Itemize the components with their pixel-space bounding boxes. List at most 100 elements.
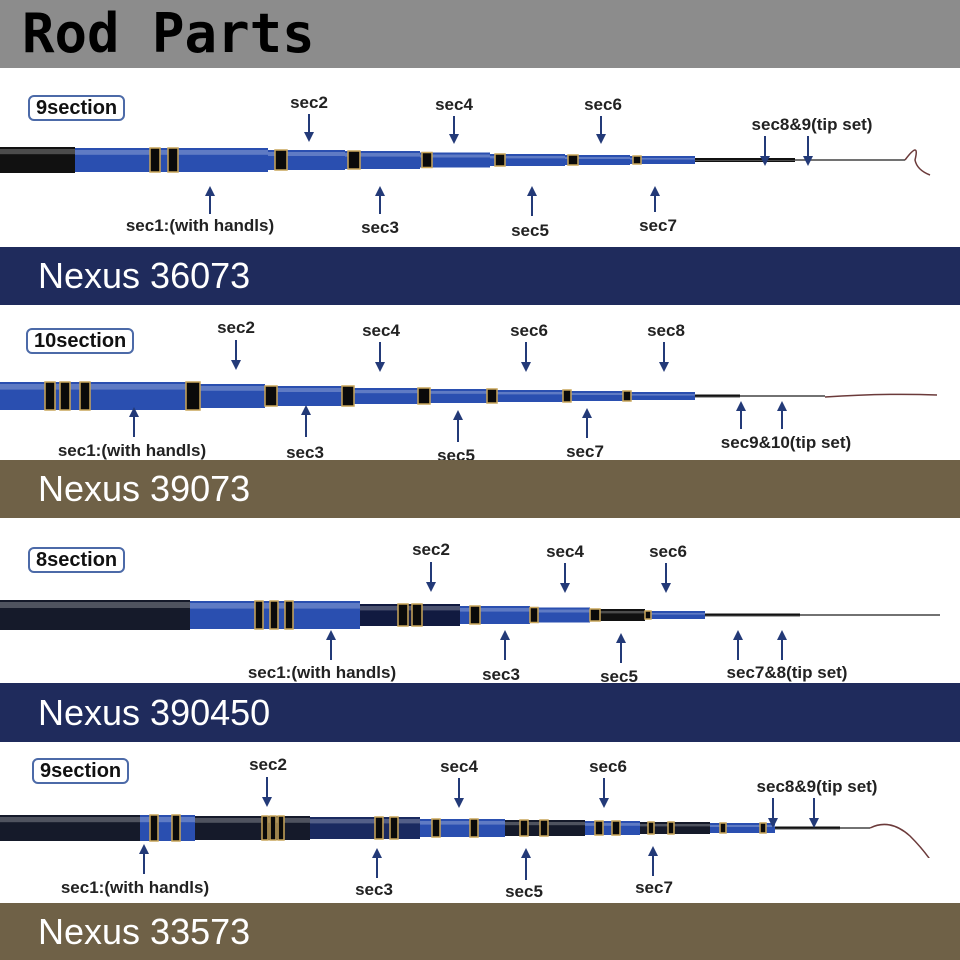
rod-highlight — [190, 386, 265, 391]
rod-section — [530, 607, 590, 623]
label-tip-set: sec8&9(tip set) — [756, 777, 878, 796]
label-sec1: sec1:(with handls) — [60, 878, 210, 897]
rod-highlight — [590, 611, 645, 614]
rod-band — [417, 387, 431, 405]
rod-highlight — [140, 817, 195, 823]
rod-highlight — [695, 160, 795, 161]
rod-band — [519, 819, 529, 837]
rod-highlight — [490, 156, 565, 159]
label-tip-set: sec8&9(tip set) — [751, 115, 873, 134]
label-sec5: sec5 — [505, 882, 543, 901]
rod-section — [420, 819, 505, 837]
rod-band — [59, 381, 71, 411]
rod-band — [469, 605, 481, 625]
rod-band — [567, 154, 579, 166]
model-banner: Nexus 39073 — [0, 460, 960, 518]
panel-nexus-33573: 9section sec2 sec4 sec6 sec8&9(tip set) … — [0, 742, 960, 903]
rod-highlight — [775, 828, 840, 830]
rod-band — [589, 608, 601, 622]
rod-section — [420, 389, 490, 403]
rod-section — [490, 390, 565, 402]
rod-section — [695, 394, 740, 398]
rod-section — [360, 604, 460, 626]
rod-highlight — [645, 613, 705, 615]
rod-band — [644, 610, 652, 620]
rod-band — [284, 600, 294, 630]
rod-section — [565, 155, 630, 165]
rod-band — [149, 147, 161, 173]
rod-band — [632, 155, 642, 165]
rod-highlight — [490, 392, 565, 395]
rod-band — [647, 821, 655, 835]
rod-section — [590, 609, 645, 621]
rod-band — [389, 816, 399, 840]
label-sec4: sec4 — [440, 757, 478, 776]
label-sec2: sec2 — [249, 755, 287, 774]
rod-section — [695, 158, 795, 162]
rod-band — [269, 815, 277, 841]
rod-section — [640, 822, 710, 834]
rod-band — [719, 822, 727, 834]
rod-section — [420, 152, 490, 168]
rod-section — [0, 382, 190, 410]
rod-band — [494, 153, 506, 167]
rod-section — [775, 826, 840, 830]
rod-tip-line — [824, 393, 938, 398]
label-sec3: sec3 — [361, 218, 399, 237]
rod-section — [0, 147, 75, 173]
rod-highlight — [195, 818, 310, 823]
rod-highlight — [625, 394, 695, 396]
rod-section — [710, 823, 775, 833]
rod-band — [431, 818, 441, 838]
section-badge: 10section — [26, 328, 135, 354]
rod-band — [411, 603, 423, 627]
panel-nexus-390450: 8section sec2 sec4 sec6 sec1:(with handl… — [0, 518, 960, 686]
rod-highlight — [360, 606, 460, 611]
rod-section — [265, 386, 345, 406]
rod-image — [0, 381, 938, 411]
rod-highlight — [530, 609, 590, 613]
rod-band — [622, 390, 632, 402]
rod-band — [171, 814, 181, 842]
label-sec6: sec6 — [649, 542, 687, 561]
rod-highlight — [265, 388, 345, 392]
rod-highlight — [0, 384, 190, 390]
rod-section — [0, 815, 140, 841]
label-sec7: sec7 — [566, 442, 604, 461]
section-badge: 8section — [28, 547, 126, 573]
rod-image — [0, 147, 931, 176]
rod-section — [195, 816, 310, 840]
rod-band — [421, 151, 433, 169]
rod-highlight — [565, 157, 630, 159]
rod-section — [140, 815, 195, 841]
label-sec8: sec8 — [647, 321, 685, 340]
rod-highlight — [695, 396, 740, 398]
rod-highlight — [460, 608, 530, 612]
rod-band — [562, 389, 572, 403]
rod-section — [190, 384, 265, 408]
rod-highlight — [630, 158, 695, 160]
rod-band — [469, 818, 479, 838]
rod-band — [341, 385, 355, 407]
rod-highlight — [420, 391, 490, 394]
rod-section — [630, 156, 695, 164]
label-sec4: sec4 — [546, 542, 584, 561]
rod-highlight — [345, 153, 420, 157]
label-tip-set: sec9&10(tip set) — [720, 433, 852, 452]
rod-band — [254, 600, 264, 630]
rod-highlight — [0, 602, 190, 608]
label-sec3: sec3 — [286, 443, 324, 462]
rod-highlight — [420, 821, 505, 825]
label-sec3: sec3 — [355, 880, 393, 899]
rod-highlight — [268, 152, 345, 156]
rod-band — [611, 820, 621, 836]
rod-highlight — [345, 390, 420, 394]
label-sec3: sec3 — [482, 665, 520, 684]
rod-highlight — [640, 824, 710, 827]
rod-band — [667, 821, 675, 835]
rod-section — [345, 388, 420, 404]
rod-band — [277, 815, 285, 841]
label-sec1: sec1:(with handls) — [125, 216, 275, 235]
rod-band — [167, 147, 179, 173]
label-sec2: sec2 — [290, 93, 328, 112]
